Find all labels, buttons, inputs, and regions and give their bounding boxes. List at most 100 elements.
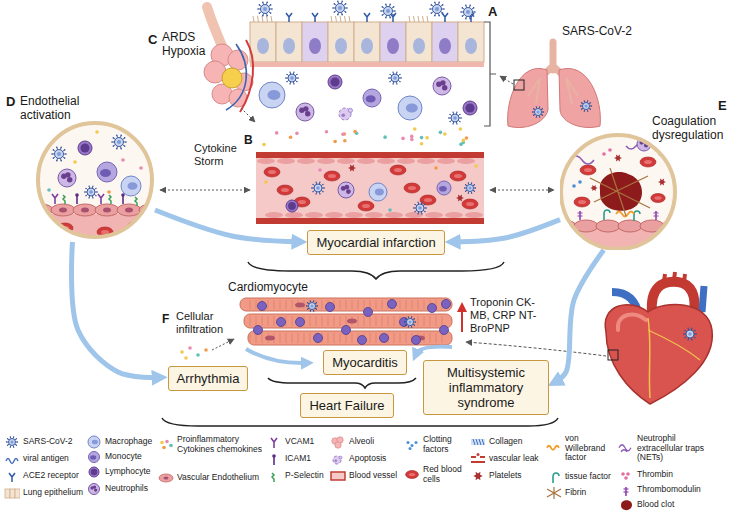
cilium bbox=[409, 16, 410, 22]
virus-spike bbox=[345, 3, 347, 5]
virus-spike bbox=[438, 15, 440, 17]
collagen bbox=[471, 439, 485, 445]
legend-text: SARS-CoV-2 bbox=[23, 437, 73, 447]
red-blood-cell bbox=[462, 199, 478, 209]
lymphocyte-nucleus bbox=[80, 143, 89, 152]
virus-spike bbox=[341, 14, 343, 16]
outcome-box: Heart Failure bbox=[300, 393, 393, 418]
connector-arrow bbox=[453, 220, 560, 242]
neutrophil-lobe bbox=[65, 172, 70, 177]
striation bbox=[286, 300, 287, 309]
virus-spike bbox=[315, 193, 316, 194]
infiltrating-cell bbox=[440, 326, 449, 335]
virus-spike bbox=[388, 77, 389, 78]
legend-icon bbox=[404, 437, 420, 451]
striation bbox=[436, 333, 437, 343]
heading-holder: Coagulation dysregulation bbox=[652, 114, 734, 142]
neutrophil bbox=[433, 77, 451, 95]
virus-spike bbox=[414, 318, 415, 319]
red-blood-cell bbox=[640, 157, 656, 167]
legend-item: P-Selectin bbox=[266, 469, 324, 483]
striation bbox=[406, 300, 407, 309]
virus-spike bbox=[465, 184, 466, 185]
striation bbox=[256, 316, 257, 326]
virus-spike bbox=[51, 153, 53, 155]
macrophage bbox=[259, 82, 285, 108]
virus-spike bbox=[449, 114, 450, 115]
virus-spike bbox=[400, 77, 401, 78]
cytokine bbox=[434, 166, 438, 170]
legend-text: Red blood cells bbox=[423, 465, 467, 484]
cell-nucleus bbox=[309, 38, 321, 54]
legend-text: Vascular Endothelium bbox=[177, 473, 265, 483]
p-selectin-molecule bbox=[272, 473, 274, 482]
virus-particle bbox=[429, 2, 445, 17]
annotation: Cellular infiltration bbox=[176, 310, 238, 336]
panel-ring bbox=[561, 135, 675, 249]
endothelial-nucleus bbox=[81, 208, 89, 213]
virus-spike bbox=[465, 190, 466, 191]
infiltrating-cell bbox=[388, 300, 397, 309]
virus-spike bbox=[7, 444, 8, 445]
cell-nucleus bbox=[361, 38, 373, 54]
virus-spike bbox=[53, 157, 55, 159]
cilium bbox=[262, 16, 263, 22]
panel-circle: Coagulation dysregulation bbox=[560, 98, 735, 250]
flow-arrow bbox=[416, 347, 452, 354]
leader-arrow bbox=[500, 76, 513, 84]
endothelial-cell bbox=[345, 212, 363, 218]
legend-item: Proinflammatory Cytokines chemokines bbox=[158, 435, 265, 454]
fibrin-strand bbox=[590, 168, 650, 216]
lymphocyte bbox=[286, 200, 298, 212]
virus-spike bbox=[64, 157, 66, 159]
virus-spike bbox=[443, 8, 445, 10]
red-blood-cell bbox=[264, 167, 280, 177]
virus-spike bbox=[322, 184, 323, 185]
striation bbox=[340, 300, 341, 309]
epithelial-cell bbox=[276, 22, 302, 62]
cytokine bbox=[121, 158, 125, 162]
virus-particle bbox=[257, 2, 273, 17]
virus-spike bbox=[442, 4, 444, 6]
macrophage-nucleus bbox=[267, 90, 280, 100]
endothelial-cell bbox=[437, 158, 455, 164]
cilium bbox=[336, 16, 337, 22]
virus-capsid bbox=[314, 184, 322, 192]
cell-nucleus bbox=[387, 38, 399, 54]
virus-spike bbox=[415, 321, 416, 322]
virus-particle bbox=[404, 316, 416, 328]
cilium bbox=[340, 16, 341, 22]
virus-capsid bbox=[87, 188, 95, 196]
box-label: Arrhythmia bbox=[177, 371, 240, 386]
virus-spike bbox=[289, 83, 290, 84]
virus-core bbox=[316, 186, 320, 190]
virus-particle bbox=[464, 182, 476, 194]
cell-nucleus bbox=[413, 38, 425, 54]
virus-core bbox=[466, 10, 470, 14]
virus-capsid bbox=[9, 439, 16, 446]
cilium bbox=[427, 16, 428, 22]
virus-spike bbox=[536, 116, 537, 117]
virus-capsid bbox=[391, 74, 399, 82]
virus-spike bbox=[257, 8, 259, 10]
endothelial-cell bbox=[397, 158, 415, 164]
neutrophil-lobe bbox=[305, 111, 310, 116]
virus-spike bbox=[465, 5, 467, 7]
red-blood-cell-center bbox=[394, 168, 402, 172]
virus-capsid bbox=[288, 74, 296, 82]
virus-spike bbox=[285, 77, 286, 78]
annotation: Troponin CK-MB, CRP NT-BroPNP bbox=[470, 296, 542, 335]
thrombomodulin-molecule bbox=[654, 215, 659, 216]
red-blood-cell-center bbox=[409, 472, 415, 475]
cilium bbox=[345, 16, 346, 22]
virus-particle bbox=[311, 181, 325, 194]
virus-capsid bbox=[261, 5, 270, 14]
striation bbox=[442, 316, 443, 326]
clotting-factor bbox=[415, 441, 418, 444]
endothelial-nucleus bbox=[125, 208, 133, 213]
virus-spike bbox=[266, 15, 268, 17]
striation bbox=[364, 300, 365, 309]
heading-holder: Endothelial activation bbox=[20, 94, 112, 122]
virus-spike bbox=[64, 149, 66, 151]
virus-spike bbox=[543, 111, 544, 112]
